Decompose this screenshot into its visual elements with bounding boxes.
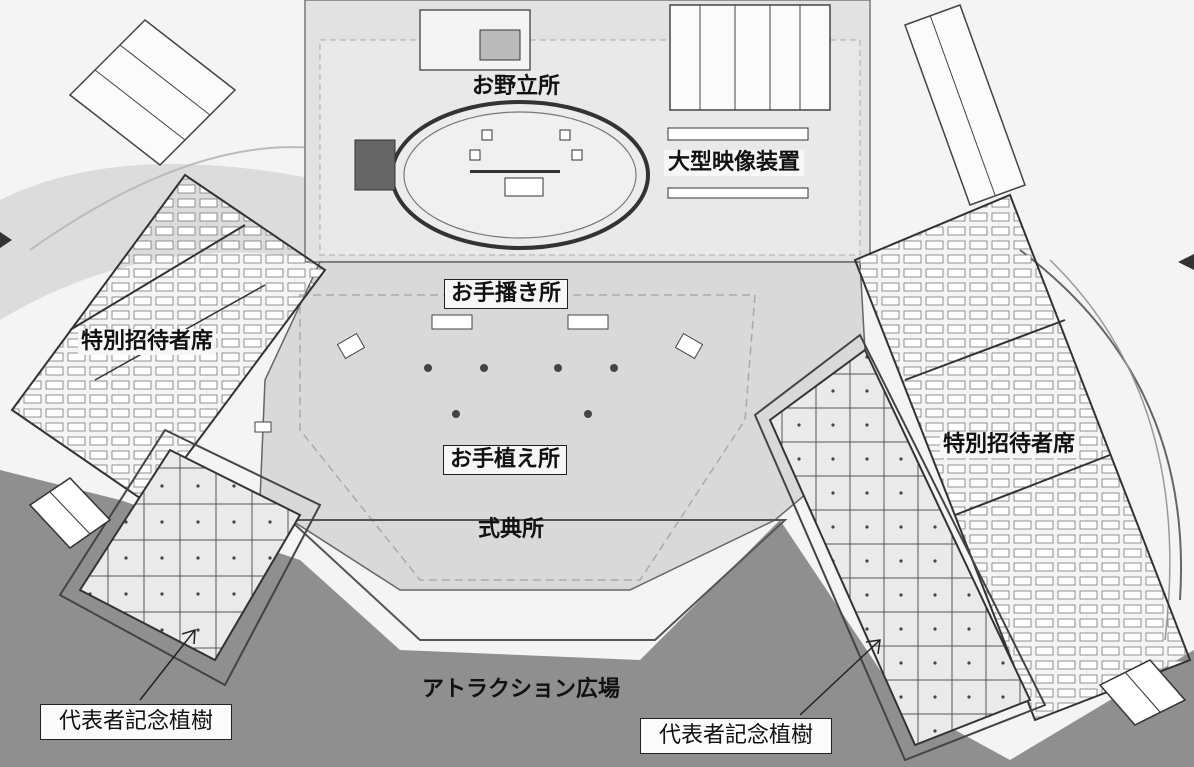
label-tekaki: お手播き所: [444, 279, 569, 309]
tent-top-right: [669, 4, 831, 111]
oval-track-inner: [403, 111, 637, 239]
label-guest-right: 特別招待者席: [940, 432, 1079, 458]
label-shikiten: 式典所: [478, 517, 545, 542]
dark-box: [354, 139, 396, 191]
small-tent-right: [1098, 659, 1187, 726]
label-rep-left: 代表者記念植樹: [40, 704, 233, 740]
planting-grid-right: [753, 333, 1047, 762]
label-rep-right: 代表者記念植樹: [640, 718, 833, 754]
label-teue: お手植え所: [443, 445, 568, 475]
top-structure-hatch: [479, 29, 521, 61]
planting-grid-left: [58, 428, 322, 687]
label-attraction: アトラクション広場: [422, 677, 621, 702]
screen-device-bottom: [667, 187, 809, 199]
plaza-dashed: [299, 294, 756, 581]
tent-top-left: [68, 19, 237, 166]
small-tent-left: [28, 477, 112, 549]
outer-ring-2: [1049, 259, 1171, 641]
lower-stage-edge: [287, 519, 788, 641]
arrow-right: [799, 639, 881, 716]
arrow-left: [139, 628, 196, 701]
tent-top-right-outer: [904, 4, 1026, 206]
screen-device-top: [667, 127, 809, 141]
label-guest-left: 特別招待者席: [78, 329, 217, 355]
label-screen: 大型映像装置: [664, 150, 805, 176]
dark-ground: [0, 470, 1194, 767]
ring-arc-left: [29, 146, 331, 251]
plaza: [259, 261, 871, 591]
outer-ring: [1019, 249, 1182, 601]
label-onodate: お野立所: [472, 74, 561, 99]
